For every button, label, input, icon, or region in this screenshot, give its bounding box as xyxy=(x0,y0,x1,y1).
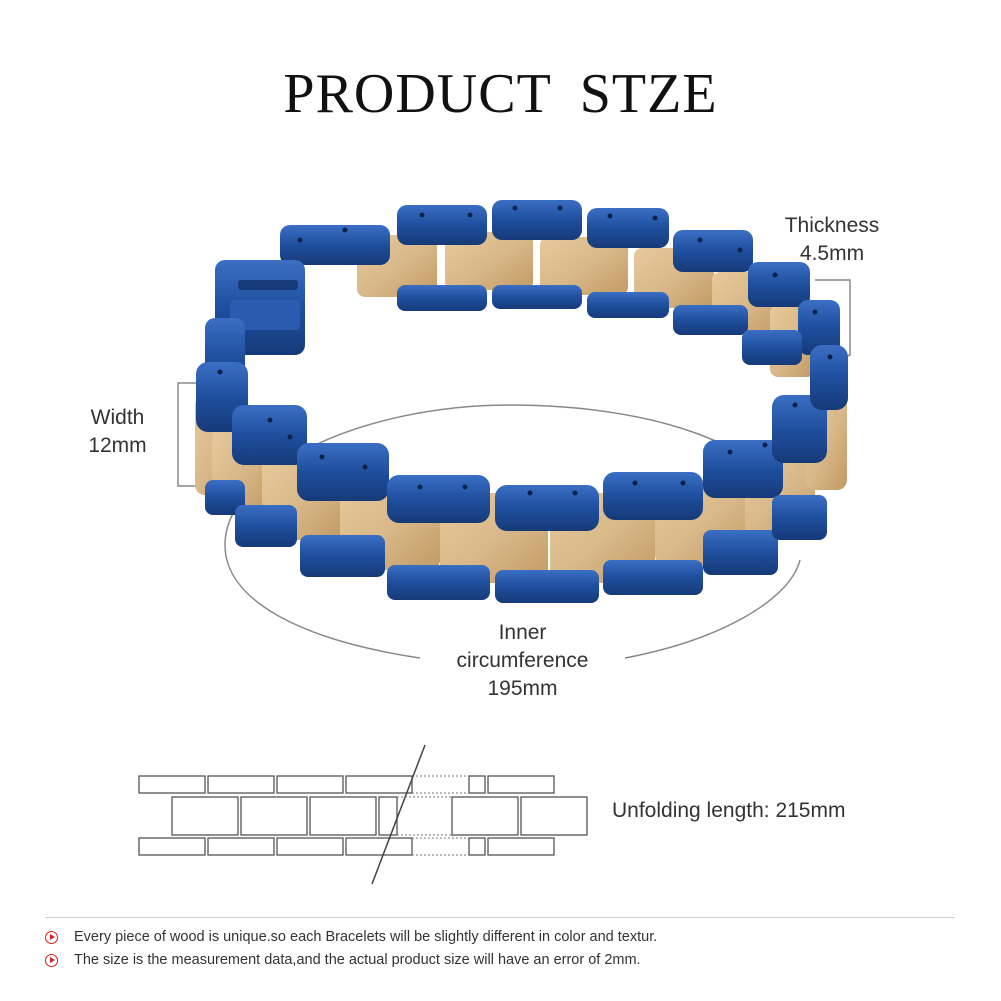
page-title: PRODUCT STZE xyxy=(283,63,718,125)
bullet-arrow-icon xyxy=(45,930,58,944)
cut-line xyxy=(371,744,426,885)
unfolding-length-label: Unfolding length: 215mm xyxy=(612,799,846,822)
note-item: Every piece of wood is unique.so each Br… xyxy=(45,929,657,945)
bracelet-back-row xyxy=(205,200,840,398)
width-bracket xyxy=(177,382,200,487)
inner-circumference-label: Inner circumference 195mm xyxy=(456,621,589,700)
bracelet-front-row xyxy=(195,205,848,603)
divider xyxy=(45,917,955,918)
width-label: Width 12mm xyxy=(88,406,147,457)
thickness-label: Thickness 4.5mm xyxy=(784,214,880,265)
link-diagram xyxy=(138,775,588,856)
bullet-arrow-icon xyxy=(45,953,58,967)
note-item: The size is the measurement data,and the… xyxy=(45,952,641,968)
